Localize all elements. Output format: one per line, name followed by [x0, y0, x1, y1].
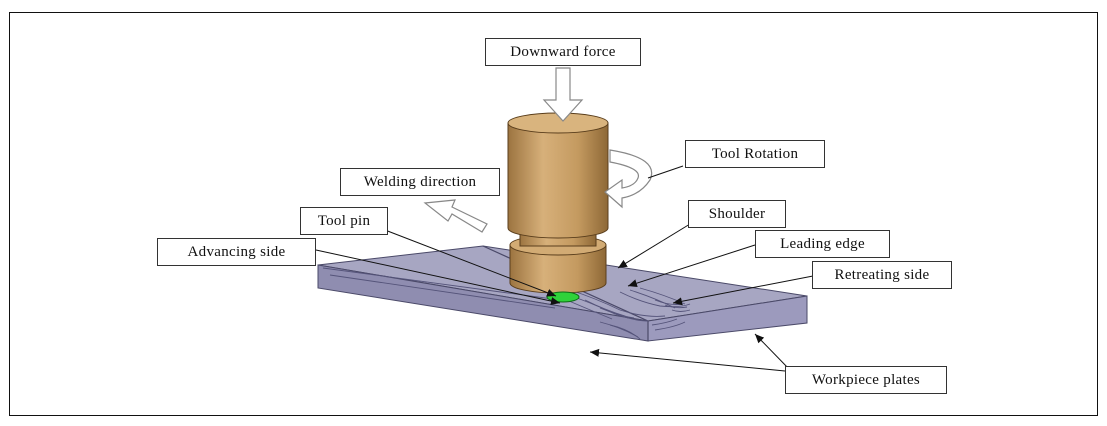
welding-direction-arrow-icon: [423, 199, 488, 233]
label-shoulder: Shoulder: [688, 200, 786, 228]
label-welding-direction: Welding direction: [340, 168, 500, 196]
tool-body: [507, 122, 609, 239]
label-downward-force: Downward force: [485, 38, 641, 66]
leader-lines: [315, 165, 814, 372]
label-leading-edge: Leading edge: [755, 230, 890, 258]
label-tool-pin: Tool pin: [300, 207, 388, 235]
label-advancing-side: Advancing side: [157, 238, 316, 266]
figure-frame: [9, 12, 1098, 416]
label-retreating-side: Retreating side: [812, 261, 952, 289]
downward-force-arrow-icon: [542, 67, 584, 122]
rotation-arrow-icon: [604, 149, 653, 209]
tool: [507, 112, 609, 303]
tool-pin-icon: [546, 291, 580, 303]
workpiece-plates: [317, 245, 808, 342]
label-workpiece-plates: Workpiece plates: [785, 366, 947, 394]
label-tool-rotation: Tool Rotation: [685, 140, 825, 168]
